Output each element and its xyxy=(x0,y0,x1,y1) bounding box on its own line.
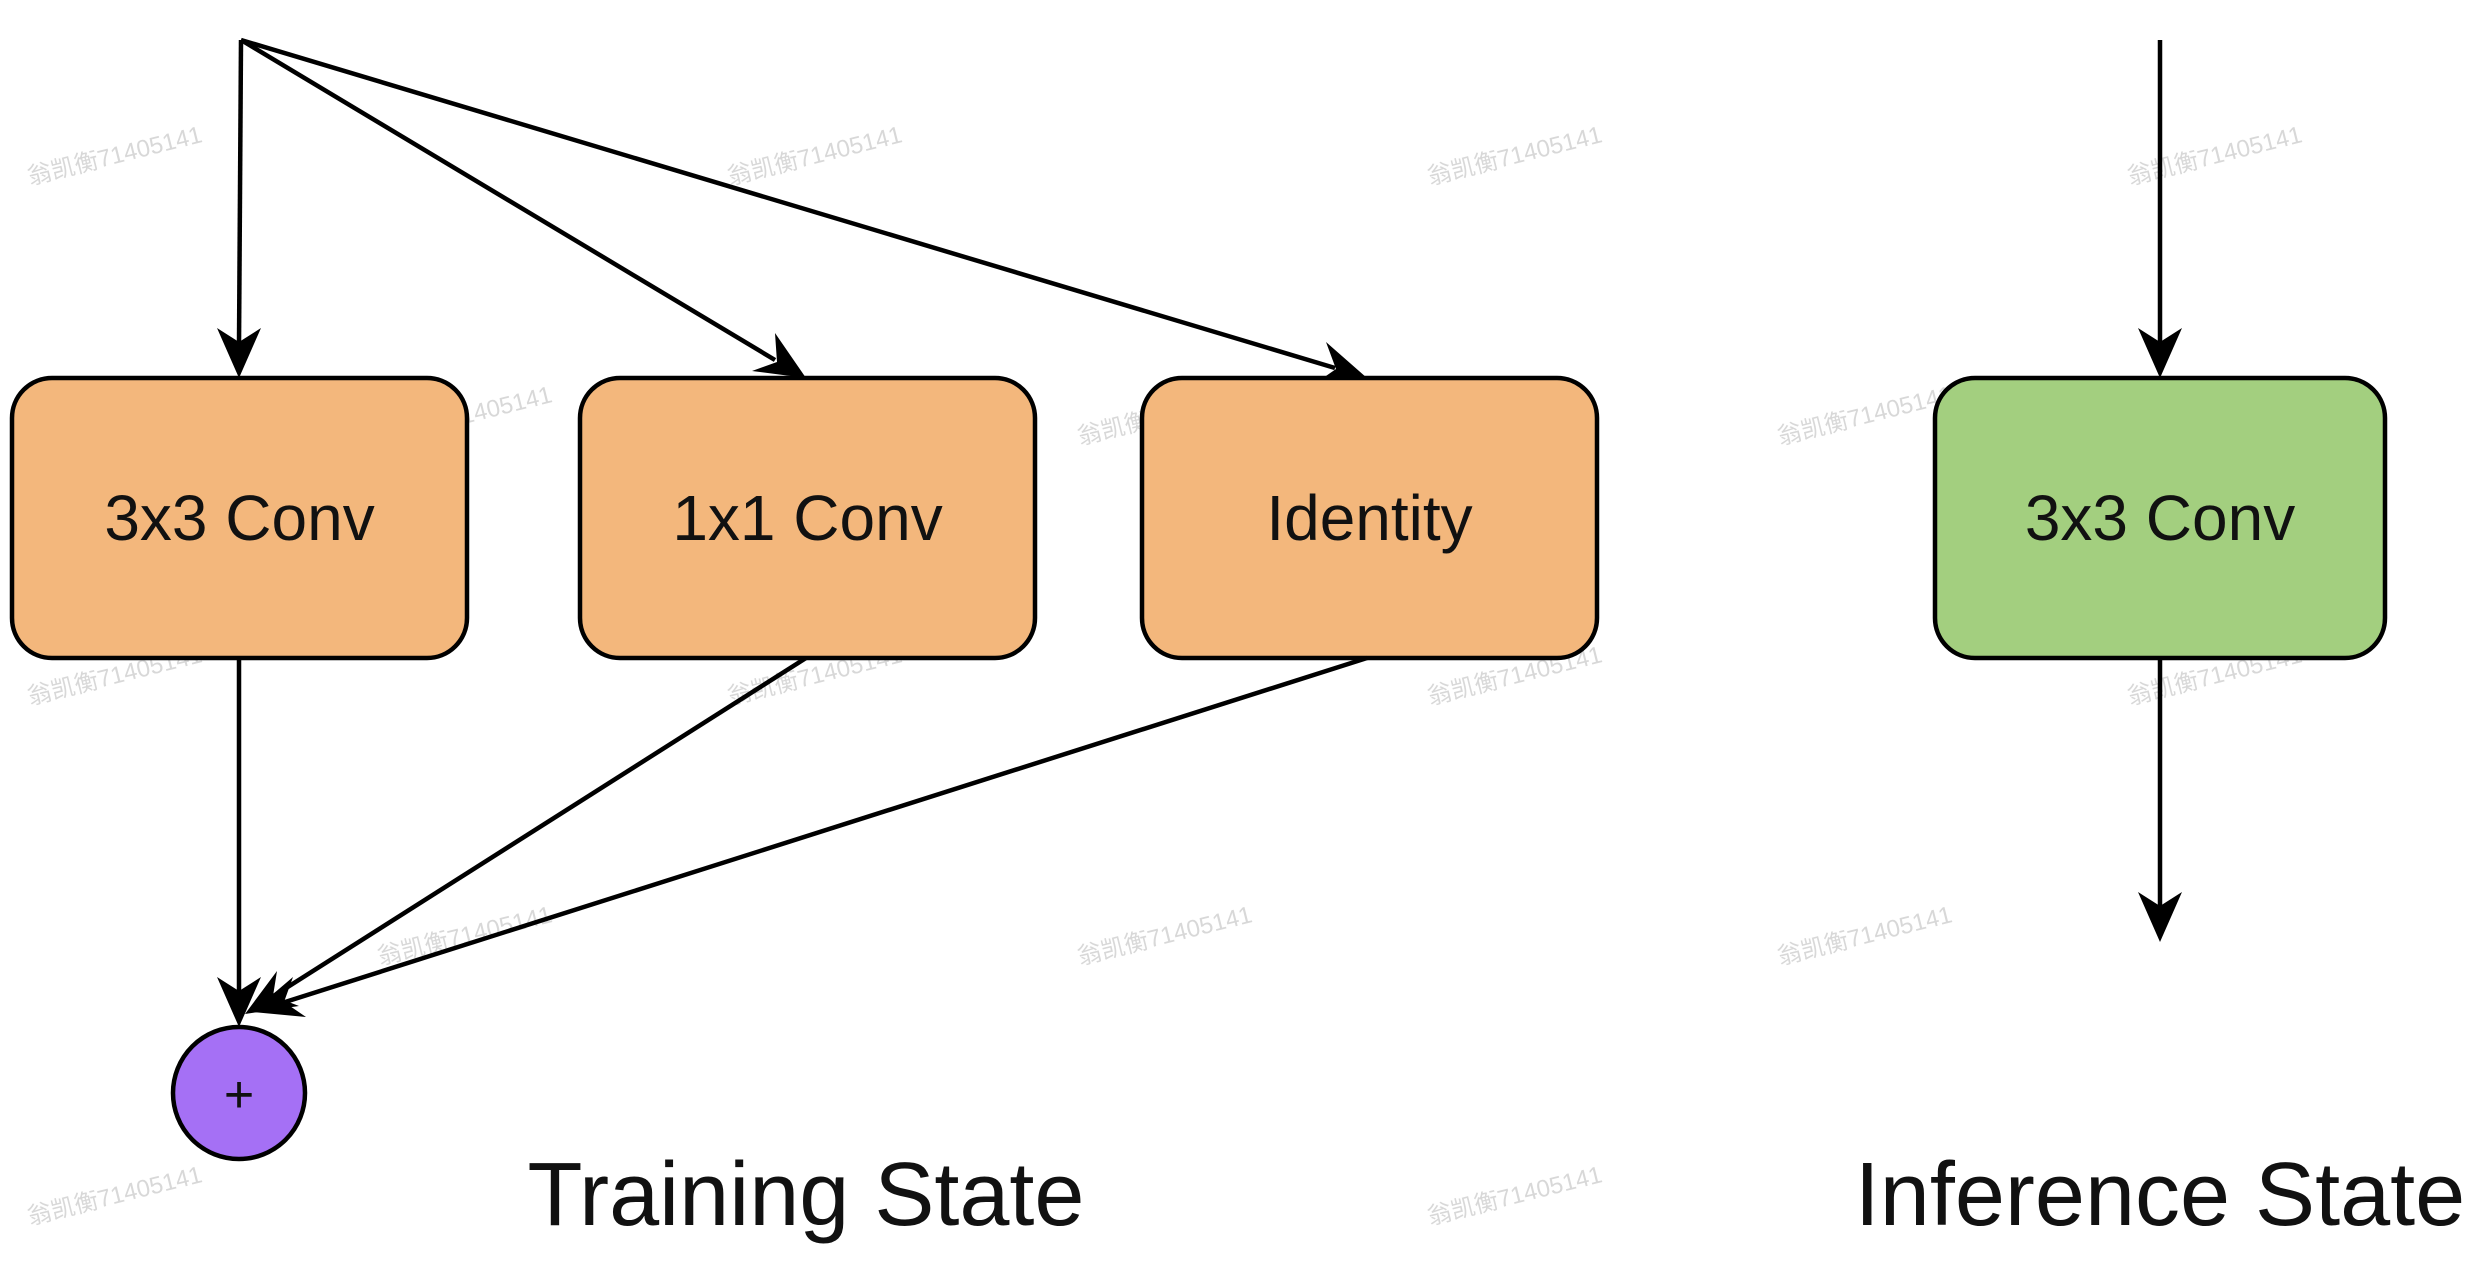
inference-node-conv3x3-label: 3x3 Conv xyxy=(2025,482,2295,554)
arrowhead-icon xyxy=(252,977,306,1017)
watermark-text: 翁凯衡71405141 xyxy=(1425,1161,1605,1230)
inference-node-conv3x3: 3x3 Conv xyxy=(1932,375,2388,661)
edge-identity-to-sum xyxy=(281,655,1368,1006)
sum-node: + xyxy=(170,1024,308,1162)
node-identity: Identity xyxy=(1139,375,1600,661)
edge-input-to-identity xyxy=(240,37,1336,371)
training-state-caption: Training State xyxy=(528,1145,1085,1245)
sum-node-circle xyxy=(170,1024,308,1162)
node-conv3x3: 3x3 Conv xyxy=(9,375,470,661)
arrowhead-icon xyxy=(217,977,261,1027)
watermark-text: 翁凯衡71405141 xyxy=(1775,381,1955,450)
node-conv1x1-box xyxy=(577,375,1038,661)
watermark-text: 翁凯衡71405141 xyxy=(2125,121,2305,190)
watermark-text: 翁凯衡71405141 xyxy=(25,1161,205,1230)
node-conv3x3-label: 3x3 Conv xyxy=(104,482,374,554)
watermark-text: 翁凯衡71405141 xyxy=(1775,901,1955,970)
watermark-text: 翁凯衡71405141 xyxy=(1425,121,1605,190)
arrowhead-icon xyxy=(1313,342,1367,385)
training-state-diagram: 3x3 Conv 1x1 Conv Identity + Training St… xyxy=(9,37,1600,1245)
arrowhead-icon xyxy=(217,328,261,378)
edge-input-to-conv1x1 xyxy=(239,38,777,362)
watermark-text: 翁凯衡71405141 xyxy=(1075,901,1255,970)
watermark-text: 翁凯衡71405141 xyxy=(25,121,205,190)
inference-state-caption: Inference State xyxy=(1855,1145,2465,1245)
plus-icon: + xyxy=(224,1066,254,1124)
node-identity-box xyxy=(1139,375,1600,661)
arrowhead-icon xyxy=(2138,328,2182,378)
arrowhead-icon xyxy=(2138,892,2182,942)
watermark-layer: 翁凯衡71405141 翁凯衡71405141 翁凯衡71405141 翁凯衡7… xyxy=(25,121,2305,1230)
arrowhead-icon xyxy=(752,333,806,378)
node-conv1x1: 1x1 Conv xyxy=(577,375,1038,661)
edge-conv1x1-to-sum xyxy=(270,656,808,999)
edge-input-to-conv3x3 xyxy=(236,39,244,346)
inference-state-diagram: 3x3 Conv Inference State xyxy=(1855,40,2465,1245)
watermark-text: 翁凯衡71405141 xyxy=(375,901,555,970)
node-identity-label: Identity xyxy=(1266,482,1472,554)
watermark-text: 翁凯衡71405141 xyxy=(725,121,905,190)
node-conv1x1-label: 1x1 Conv xyxy=(672,482,942,554)
